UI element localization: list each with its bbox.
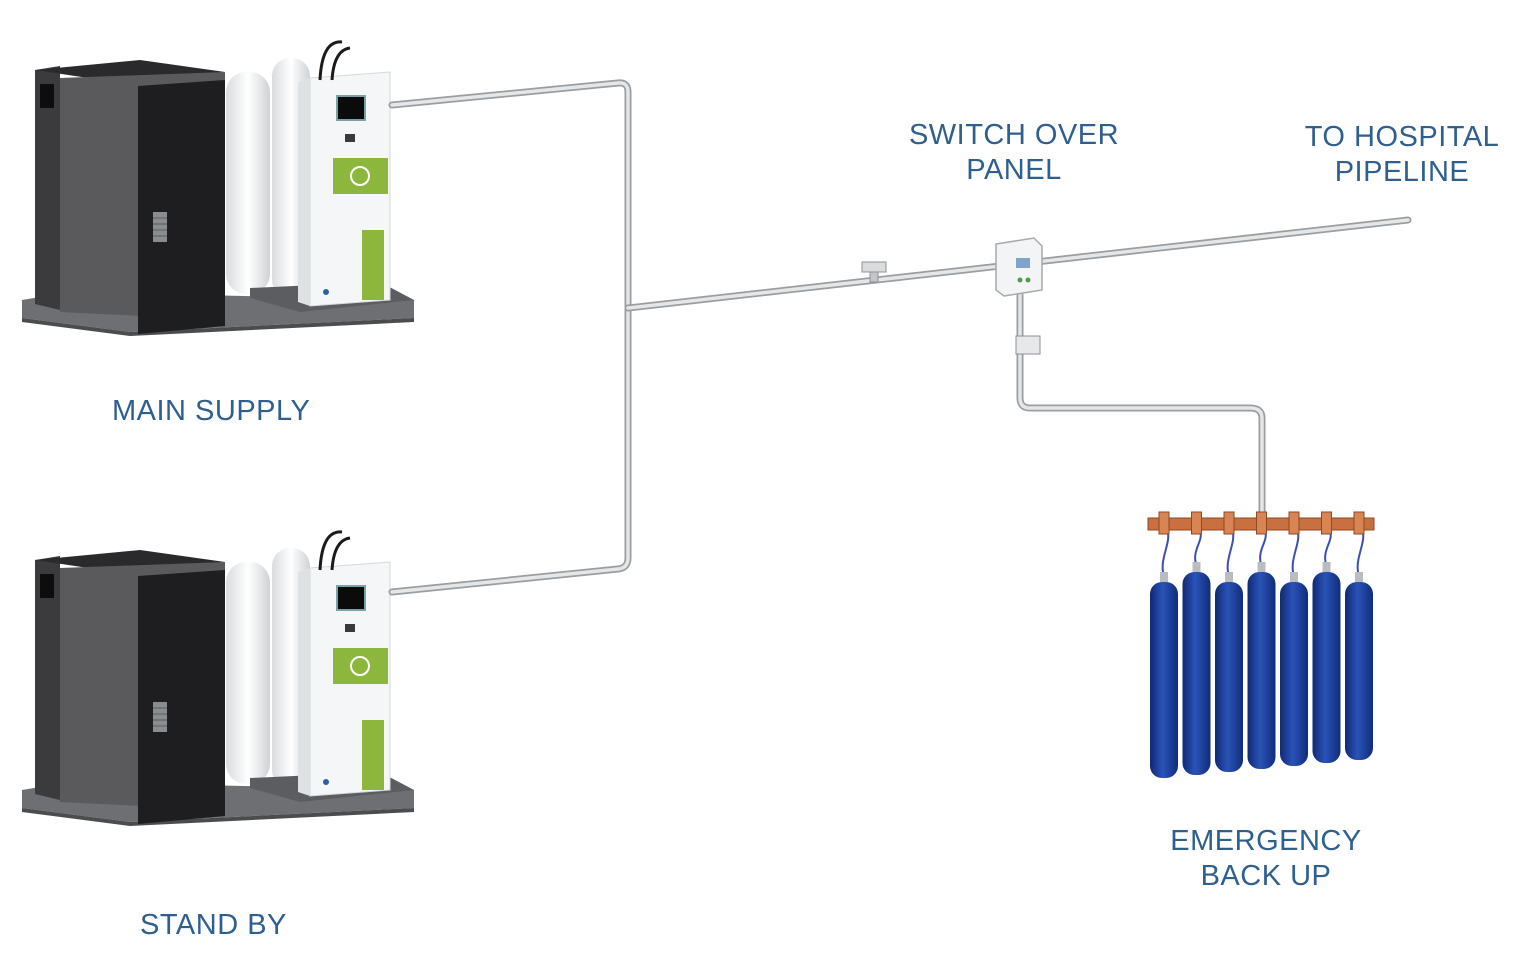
- inline-valve: [861, 261, 887, 283]
- emergency-back-up-label: EMERGENCY BACK UP: [1170, 825, 1362, 892]
- standby-plant: [20, 530, 416, 828]
- switch-over-panel-label: SWITCH OVER PANEL: [908, 119, 1120, 186]
- oxygen-cylinder: [1182, 511, 1211, 775]
- to-hospital-pipeline-label: TO HOSPITAL PIPELINE: [1304, 121, 1500, 188]
- switch-over-panel: [995, 237, 1043, 297]
- stand-by-label: STAND BY: [140, 909, 287, 941]
- emergency-isolation-valve: [1015, 335, 1041, 355]
- oxygen-cylinder: [1247, 511, 1276, 769]
- main-supply-plant: [20, 40, 416, 338]
- oxygen-cylinder: [1312, 511, 1341, 763]
- emergency-cylinder-bank: [1147, 511, 1375, 778]
- oxygen-cylinder: [1150, 511, 1178, 778]
- main-supply-label: MAIN SUPPLY: [112, 395, 311, 427]
- oxygen-cylinder: [1345, 511, 1373, 760]
- oxygen-cylinder: [1215, 511, 1243, 772]
- oxygen-cylinder: [1280, 511, 1308, 766]
